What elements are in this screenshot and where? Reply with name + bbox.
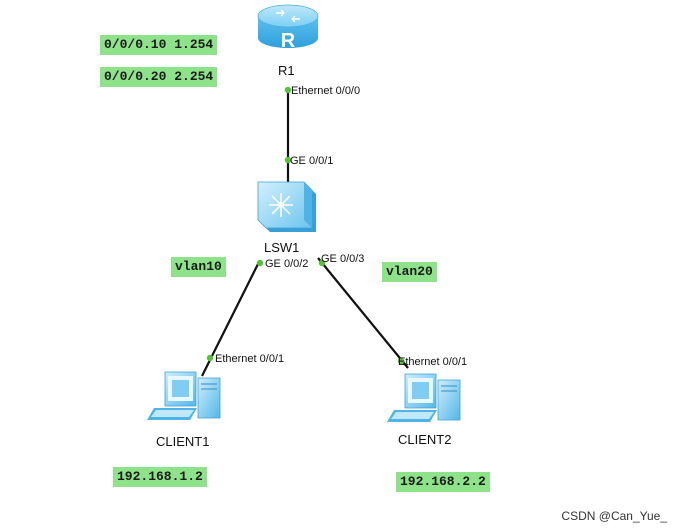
router-icon[interactable]: R xyxy=(257,4,319,52)
port-label-lsw1-ge002: GE 0/0/2 xyxy=(265,258,309,270)
pc-icon[interactable] xyxy=(147,371,221,420)
port-label-client1-eth: Ethernet 0/0/1 xyxy=(215,353,285,365)
port-dot-client2 xyxy=(397,357,405,365)
watermark: CSDN @Can_Yue_ xyxy=(561,509,667,523)
port-label-r1-eth: Ethernet 0/0/0 xyxy=(291,85,361,97)
svg-text:R: R xyxy=(281,30,296,52)
port-dot-r1 xyxy=(284,86,292,94)
subinterface-note-10: 0/0/0.10 1.254 xyxy=(100,35,218,55)
port-dot-lsw1-right xyxy=(318,259,326,267)
router-name: R1 xyxy=(278,63,295,78)
port-label-lsw1-ge003: GE 0/0/3 xyxy=(321,253,365,265)
port-dot-lsw1-up xyxy=(284,156,292,164)
switch-name: LSW1 xyxy=(264,240,300,255)
vlan20-label: vlan20 xyxy=(382,262,437,282)
port-dot-lsw1-left xyxy=(256,259,264,267)
client1-ip-label: 192.168.1.2 xyxy=(113,467,207,487)
subinterface-note-20: 0/0/0.20 2.254 xyxy=(100,67,218,87)
port-label-lsw1-ge001: GE 0/0/1 xyxy=(290,155,334,167)
client2-ip-label: 192.168.2.2 xyxy=(396,472,490,492)
link-lsw1-client2 xyxy=(317,257,409,369)
port-dot-client1 xyxy=(206,354,214,362)
client2-name: CLIENT2 xyxy=(398,432,452,447)
switch-icon[interactable] xyxy=(257,181,316,232)
vlan10-label: vlan10 xyxy=(171,257,226,277)
pc-icon[interactable] xyxy=(387,373,461,422)
port-label-client2-eth: Ethernet 0/0/1 xyxy=(398,356,468,368)
client1-name: CLIENT1 xyxy=(156,434,210,449)
